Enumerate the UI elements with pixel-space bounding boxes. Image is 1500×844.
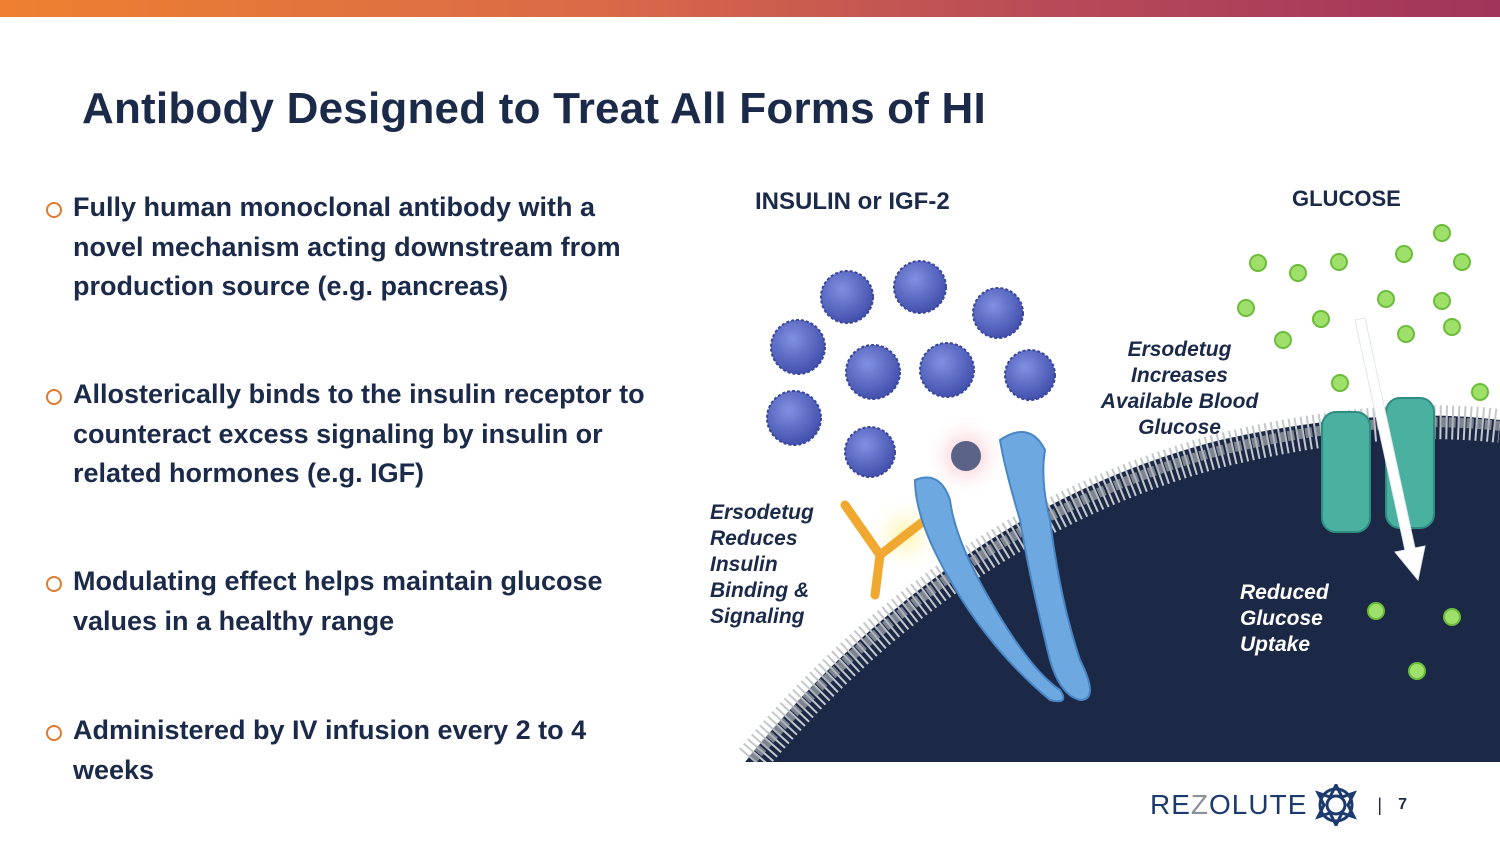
antibody-icon	[840, 500, 930, 600]
note-increases-glucose: Ersodetug Increases Available Blood Gluc…	[1100, 338, 1259, 439]
circle-bullet-icon	[46, 725, 62, 741]
footer: REZOLUTE | 7	[1150, 784, 1407, 826]
note-reduced-uptake: Reduced Glucose Uptake	[1240, 581, 1329, 656]
note-reduces-binding: Ersodetug Reduces Insulin Binding & Sign…	[710, 501, 814, 628]
insulin-particles	[766, 260, 1056, 478]
bullet-item: Fully human monoclonal antibody with a n…	[46, 188, 646, 307]
glucose-label: GLUCOSE	[1292, 186, 1401, 211]
bullet-text: Modulating effect helps maintain glucose…	[73, 566, 603, 636]
top-gradient-bar	[0, 0, 1500, 17]
circle-bullet-icon	[46, 576, 62, 592]
page-number: 7	[1398, 796, 1407, 813]
bullet-item: Allosterically binds to the insulin rece…	[46, 375, 646, 494]
logo-mandala-icon	[1315, 784, 1358, 826]
footer-separator: |	[1377, 794, 1383, 815]
arrow-icon	[1354, 317, 1426, 582]
slide-title: Antibody Designed to Treat All Forms of …	[82, 84, 986, 133]
diagram-art	[739, 224, 1500, 762]
rezolute-logo: REZOLUTE	[1150, 789, 1308, 820]
bullet-text: Administered by IV infusion every 2 to 4…	[73, 715, 587, 785]
circle-bullet-icon	[46, 202, 62, 218]
insulin-receptor	[913, 431, 1091, 703]
circle-bullet-icon	[46, 389, 62, 405]
insulin-label: INSULIN or IGF-2	[755, 188, 950, 215]
bullet-item: Modulating effect helps maintain glucose…	[46, 562, 646, 641]
glucose-molecules	[1237, 224, 1489, 680]
bullet-text: Fully human monoclonal antibody with a n…	[73, 192, 621, 301]
cell-interior	[745, 415, 1500, 762]
bound-insulin	[951, 441, 981, 471]
mechanism-diagram: INSULIN or IGF-2 GLUCOSE Ersodetug Incre…	[700, 180, 1500, 762]
bullet-text: Allosterically binds to the insulin rece…	[73, 379, 645, 488]
bullet-item: Administered by IV infusion every 2 to 4…	[46, 711, 646, 790]
